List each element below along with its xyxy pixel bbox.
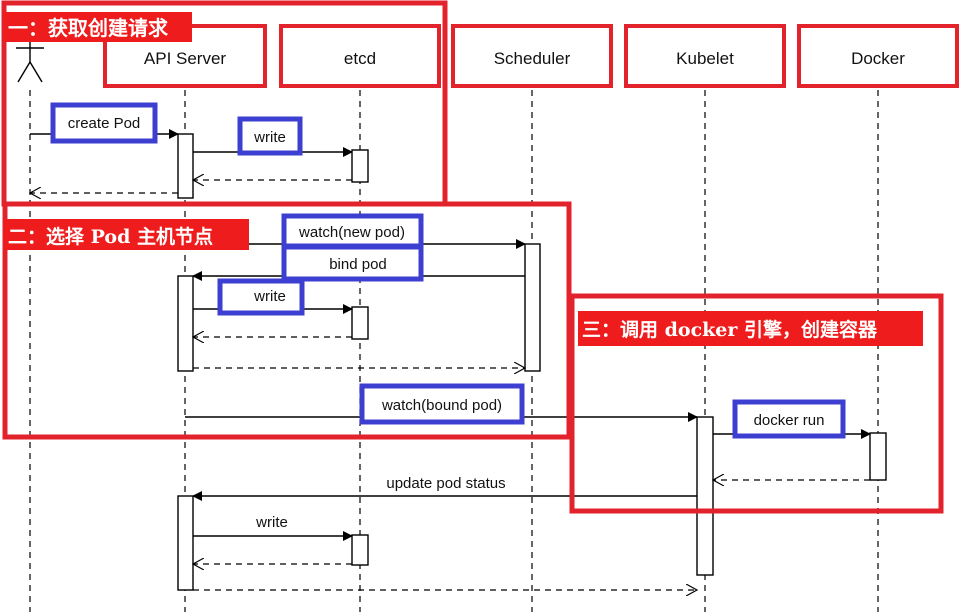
activation-api-1 — [177, 133, 194, 199]
label-write-1-text: write — [253, 129, 286, 146]
label-write-2-text: write — [253, 288, 286, 305]
label-write-2: write — [217, 278, 305, 316]
participant-etcd-label: etcd — [344, 49, 376, 68]
participant-kubelet-label: Kubelet — [676, 49, 734, 68]
participant-kubelet: Kubelet — [624, 24, 786, 88]
lifelines — [29, 90, 879, 612]
phase-frame-3 — [569, 293, 944, 514]
participant-etcd: etcd — [279, 24, 441, 88]
label-bind-pod-text: bind pod — [329, 256, 387, 273]
label-update-pod-status: update pod status — [386, 475, 505, 492]
label-docker-run: docker run — [732, 399, 846, 439]
activation-scheduler — [524, 243, 541, 372]
activation-docker — [869, 432, 887, 481]
phase-label-2: 二：选择 Pod 主机节点 — [4, 219, 249, 250]
phase-frames — [1, 0, 944, 514]
activation-kubelet — [696, 416, 714, 576]
participant-docker: Docker — [797, 24, 959, 88]
phase-label-2-text: 二：选择 Pod 主机节点 — [8, 226, 213, 248]
activation-etcd-1 — [351, 149, 369, 183]
participant-api-label: API Server — [144, 49, 227, 68]
activation-etcd-3 — [351, 534, 369, 566]
label-create-pod: create Pod — [50, 102, 158, 144]
label-watch-new-pod-text: watch(new pod) — [298, 224, 405, 241]
phase-label-1: 一：获取创建请求 — [4, 12, 192, 42]
label-create-pod-text: create Pod — [68, 115, 141, 132]
phase-label-1-text: 一：获取创建请求 — [8, 16, 169, 40]
activations — [177, 133, 887, 591]
label-docker-run-text: docker run — [754, 412, 825, 429]
label-watch-bound-pod: watch(bound pod) — [359, 383, 525, 425]
participant-docker-label: Docker — [851, 49, 905, 68]
activation-api-3 — [177, 495, 194, 591]
label-watch-new-pod: watch(new pod) — [281, 213, 424, 249]
messages-return — [30, 180, 870, 590]
phase-label-3-text: 三：调用 docker 引擎，创建容器 — [582, 318, 878, 341]
label-bind-pod: bind pod — [281, 244, 424, 282]
label-write-1: write — [237, 116, 303, 156]
participant-scheduler-label: Scheduler — [494, 49, 571, 68]
phase-frame-2 — [2, 201, 572, 440]
participant-scheduler: Scheduler — [451, 24, 613, 88]
activation-etcd-2 — [351, 306, 369, 340]
label-watch-bound-pod-text: watch(bound pod) — [381, 397, 502, 414]
label-write-3: write — [255, 514, 288, 531]
activation-api-2 — [177, 275, 194, 372]
phase-label-3: 三：调用 docker 引擎，创建容器 — [578, 311, 923, 346]
